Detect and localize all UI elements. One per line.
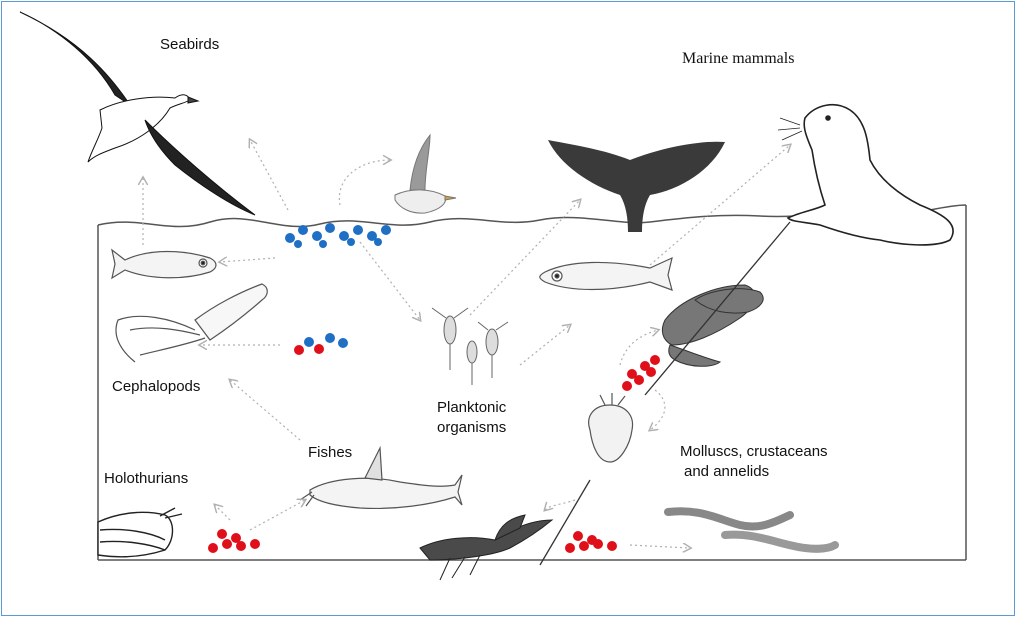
label-planktonic-line2: organisms bbox=[437, 418, 506, 438]
worm-icon bbox=[668, 511, 835, 549]
label-seabirds: Seabirds bbox=[160, 36, 219, 53]
sea-cucumber-icon bbox=[98, 508, 182, 557]
label-molluscs-crustaceans-annelids: Molluscs, crustaceans and annelids bbox=[680, 442, 828, 482]
label-holothurians: Holothurians bbox=[104, 470, 188, 487]
sea-lion-icon bbox=[778, 105, 953, 245]
crayfish-icon bbox=[420, 515, 552, 580]
label-fishes: Fishes bbox=[308, 444, 352, 461]
microplastic-sediment-dots bbox=[208, 355, 660, 553]
label-cephalopods: Cephalopods bbox=[112, 378, 200, 395]
mussel-icon bbox=[662, 285, 763, 366]
label-molluscs-line2: and annelids bbox=[680, 462, 828, 482]
label-planktonic-line1: Planktonic bbox=[437, 398, 506, 418]
barnacle-icon bbox=[589, 393, 633, 462]
gull-icon bbox=[395, 135, 456, 213]
label-marine-mammals: Marine mammals bbox=[682, 50, 794, 68]
copepod-icon bbox=[432, 308, 508, 385]
microplastic-surface-dots bbox=[285, 223, 391, 248]
albatross-icon bbox=[20, 12, 255, 215]
fish-icon bbox=[540, 258, 672, 290]
fish-icon bbox=[112, 250, 216, 278]
microplastic-mixed-dots bbox=[294, 333, 348, 355]
squid-icon bbox=[116, 284, 267, 362]
flow-arrows bbox=[143, 140, 790, 548]
label-molluscs-line1: Molluscs, crustaceans bbox=[680, 442, 828, 462]
ocean-box bbox=[98, 205, 966, 560]
label-planktonic-organisms: Planktonic organisms bbox=[437, 398, 506, 438]
